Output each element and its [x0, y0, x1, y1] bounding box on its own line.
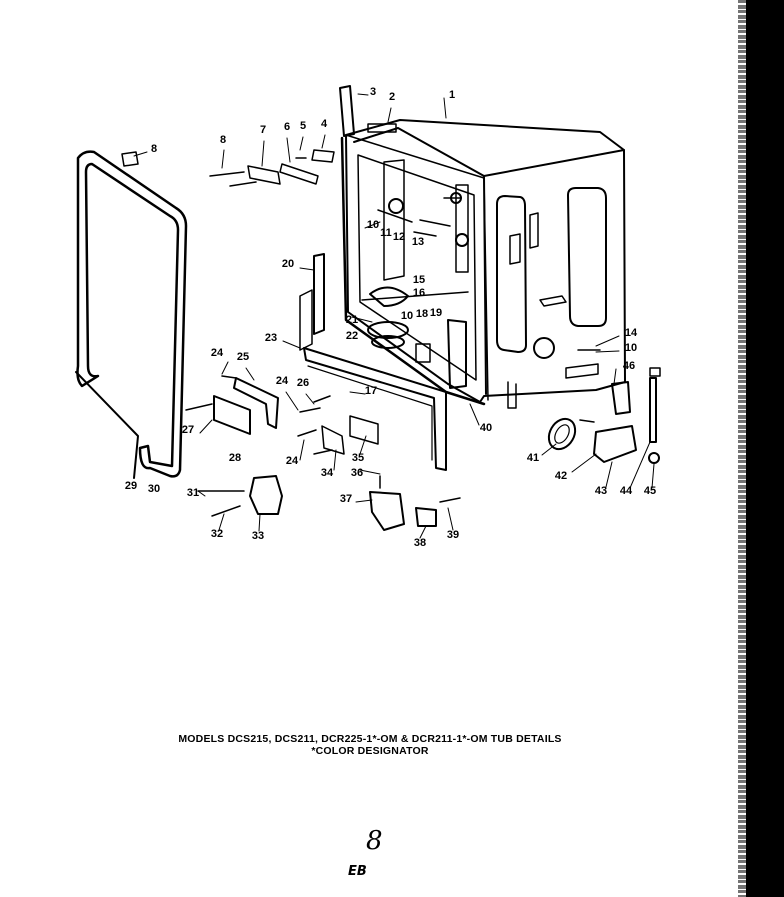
callout-c44: 44 — [620, 485, 633, 497]
callout-c30: 30 — [148, 483, 160, 495]
callout-c31: 31 — [187, 487, 199, 499]
callout-c32: 32 — [211, 528, 223, 540]
callout-c12: 12 — [393, 231, 405, 243]
callout-c29: 29 — [125, 480, 137, 492]
callout-c15: 15 — [413, 274, 425, 286]
door-hinge — [249, 475, 283, 515]
diagram-caption: MODELS DCS215, DCS211, DCR225-1*-OM & DC… — [120, 733, 620, 757]
dishwasher-tub — [340, 119, 626, 409]
callout-c14: 14 — [625, 327, 638, 339]
callout-c36: 36 — [351, 467, 363, 479]
callout-c2: 2 — [389, 91, 395, 103]
callout-c10b: 10 — [401, 310, 413, 322]
scan-edge-border — [738, 0, 784, 897]
page-number: 8 — [366, 826, 383, 856]
callout-c28: 28 — [229, 452, 241, 464]
callout-c39: 39 — [447, 529, 459, 541]
callout-c33: 33 — [252, 530, 264, 542]
callout-c35: 35 — [352, 452, 364, 464]
callout-c34: 34 — [321, 467, 334, 479]
bracket-46 — [611, 381, 631, 415]
callout-c7: 7 — [260, 124, 266, 136]
clip-8 — [121, 151, 139, 167]
callout-c13: 13 — [412, 236, 424, 248]
switch-assembly — [593, 425, 637, 463]
hinge-clip — [415, 507, 437, 527]
page-code: EB — [348, 864, 367, 879]
callout-c38: 38 — [414, 537, 426, 549]
callout-c19: 19 — [430, 307, 442, 319]
bracket-7 — [247, 165, 281, 185]
callout-c43: 43 — [595, 485, 607, 497]
callout-c8b: 8 — [151, 143, 157, 155]
callout-c23: 23 — [265, 332, 277, 344]
strip-3 — [339, 85, 355, 137]
callout-c22: 22 — [346, 330, 358, 342]
callout-c4: 4 — [321, 118, 328, 130]
callout-c11: 11 — [380, 227, 392, 239]
hinge-6 — [279, 163, 319, 185]
callout-c41: 41 — [527, 452, 539, 464]
caption-line-2: *COLOR DESIGNATOR — [311, 745, 429, 757]
cap-45 — [648, 452, 660, 464]
clip-2 — [367, 123, 397, 133]
exploded-parts-diagram: 1234567881011121315162021101819222314102… — [75, 85, 661, 549]
callout-c46: 46 — [623, 360, 635, 372]
callout-c16: 16 — [413, 287, 425, 299]
callout-c20: 20 — [282, 258, 294, 270]
callout-c40: 40 — [480, 422, 492, 434]
door-gasket — [76, 150, 188, 478]
callout-c1: 1 — [449, 89, 455, 101]
callout-c45: 45 — [644, 485, 656, 497]
callout-c6: 6 — [284, 121, 290, 133]
callout-c8a: 8 — [220, 134, 226, 146]
callout-c26: 26 — [297, 377, 309, 389]
callout-c24b: 24 — [276, 375, 289, 387]
part-4 — [311, 149, 335, 163]
callout-c25: 25 — [237, 351, 249, 363]
latch-bracket — [233, 377, 279, 429]
hinge-link-strip — [75, 371, 139, 479]
callout-c24a: 24 — [211, 347, 224, 359]
callout-c18: 18 — [416, 308, 428, 320]
callout-c21: 21 — [346, 314, 358, 326]
grommet-ring — [547, 417, 577, 451]
callout-c42: 42 — [555, 470, 567, 482]
latch-strike — [213, 395, 251, 435]
callout-c24c: 24 — [286, 455, 299, 467]
callout-c10a: 10 — [367, 219, 379, 231]
callout-c5: 5 — [300, 120, 306, 132]
front-frame — [299, 253, 447, 471]
callout-c17: 17 — [365, 385, 377, 397]
callout-c10c: 10 — [625, 342, 637, 354]
caption-line-1: MODELS DCS215, DCS211, DCR225-1*-OM & DC… — [178, 733, 562, 745]
callout-c37: 37 — [340, 493, 352, 505]
hinge-assembly — [369, 491, 405, 531]
callout-c3: 3 — [370, 86, 376, 98]
callout-c27: 27 — [182, 424, 194, 436]
rod-44 — [649, 377, 657, 443]
